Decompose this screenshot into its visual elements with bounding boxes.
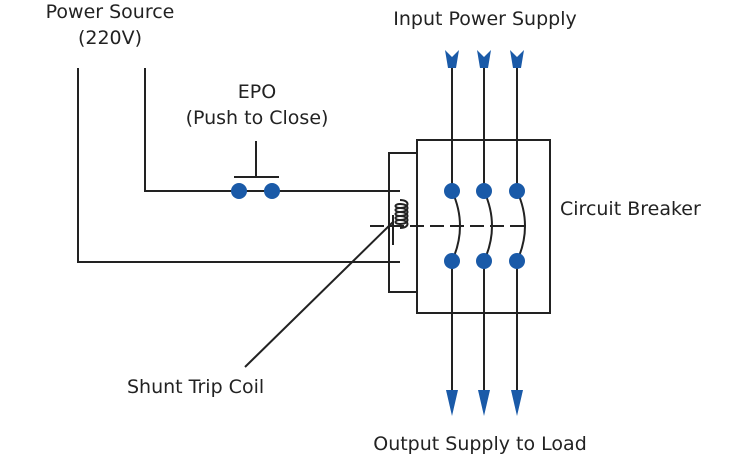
breaker-contact-bottom-2 [476,253,492,269]
breaker-contact-top-3 [509,183,525,199]
coil-icon [394,199,409,229]
wire-live [144,68,400,192]
breaker-contact-top-1 [444,183,460,199]
input-supply-label: Input Power Supply [393,8,577,30]
epo-contact-2 [264,183,280,199]
circuit-breaker-label: Circuit Breaker [560,198,701,220]
breaker-contact-bottom-3 [509,253,525,269]
power-voltage-label: (220V) [77,27,143,49]
input-arrow-icon-1 [445,50,459,68]
breaker-contact-bottom-1 [444,253,460,269]
input-arrow-icon-2 [477,50,491,68]
coil-leader-line [244,221,394,368]
wire-neutral [77,68,400,263]
breaker-contact-top-2 [476,183,492,199]
input-arrow-icon-3 [510,50,524,68]
epo-actuator [234,141,279,178]
epo-contact-1 [231,183,247,199]
epo-label: EPO [237,81,277,103]
output-supply-label: Output Supply to Load [373,433,587,455]
shunt-trip-coil-label: Shunt Trip Coil [127,376,265,398]
output-arrow-icon-2 [478,390,490,416]
epo-note-label: (Push to Close) [185,107,329,129]
output-arrow-icon-3 [511,390,523,416]
output-arrow-icon-1 [446,390,458,416]
coil-housing [388,152,417,293]
power-source-label: Power Source [45,1,175,23]
